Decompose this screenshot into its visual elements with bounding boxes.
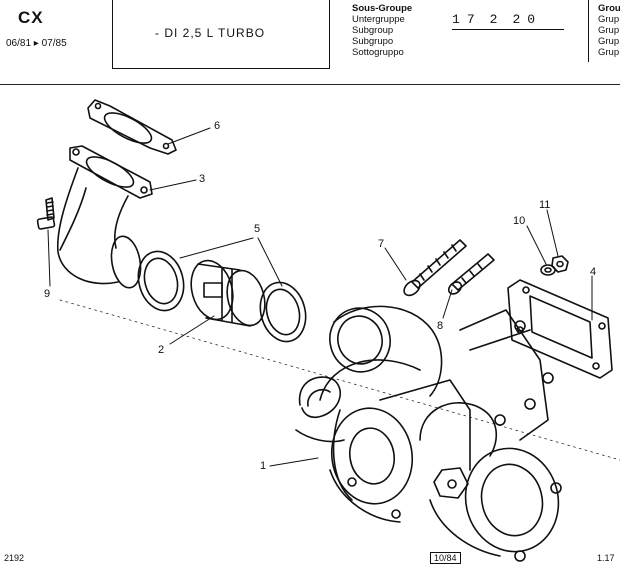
callout-9: 9 bbox=[44, 288, 51, 300]
leader-2 bbox=[169, 315, 215, 345]
leader-lines bbox=[47, 127, 593, 467]
callout-8: 8 bbox=[437, 320, 444, 332]
turbocharger-part-1 bbox=[295, 305, 562, 562]
group-label-it: Grup bbox=[598, 47, 620, 58]
header-divider bbox=[588, 0, 589, 62]
callout-6: 6 bbox=[214, 120, 221, 132]
engine-label: - DI 2,5 L TURBO bbox=[155, 26, 266, 40]
engine-box bbox=[112, 0, 330, 69]
leader-7 bbox=[384, 247, 407, 281]
callout-11: 11 bbox=[539, 199, 551, 211]
callout-1: 1 bbox=[260, 460, 267, 472]
subgroup-digit: 7 bbox=[466, 12, 476, 27]
callout-5: 5 bbox=[254, 223, 261, 235]
leader-6 bbox=[167, 127, 211, 145]
page-number: 1.17 bbox=[597, 553, 615, 563]
leader-5a bbox=[179, 237, 254, 259]
edition-date: 10/84 bbox=[430, 552, 461, 564]
callout-7: 7 bbox=[378, 238, 385, 250]
callout-10: 10 bbox=[513, 215, 526, 227]
date-range: 06/81 ▸ 07/85 bbox=[6, 38, 67, 49]
subgroup-digit: 2 bbox=[489, 12, 499, 27]
elbow-pipe-part-3 bbox=[56, 145, 153, 289]
stud-part-8 bbox=[447, 253, 495, 295]
subgroup-label-en: Subgroup bbox=[352, 25, 394, 36]
o-ring-part-5a bbox=[137, 250, 185, 312]
gasket-part-4 bbox=[507, 279, 613, 379]
group-label-fr: Grou bbox=[598, 3, 620, 14]
leader-1 bbox=[269, 457, 319, 467]
page-reference: 2192 bbox=[4, 553, 25, 563]
subgroup-underline bbox=[452, 29, 564, 30]
callout-2: 2 bbox=[158, 344, 165, 356]
subgroup-digit: 1 bbox=[452, 12, 461, 27]
leader-9 bbox=[47, 229, 51, 287]
bolt-part-9 bbox=[36, 197, 56, 230]
subgroup-label-es: Subgrupo bbox=[352, 36, 394, 47]
group-labels: Grou Grup Grup Grup Grup bbox=[598, 3, 620, 58]
header-rule bbox=[0, 84, 620, 85]
leader-5b bbox=[257, 237, 283, 287]
subgroup-label-de: Untergruppe bbox=[352, 14, 405, 25]
subgroup-digit: 2 bbox=[512, 12, 522, 27]
sleeve-part-2 bbox=[190, 259, 266, 327]
leader-10 bbox=[526, 225, 547, 265]
subgroup-label-fr: Sous-Groupe bbox=[352, 3, 413, 14]
centerline bbox=[59, 299, 620, 461]
callout-3: 3 bbox=[199, 173, 206, 185]
nut-part-11 bbox=[551, 255, 569, 273]
stud-part-7 bbox=[403, 239, 467, 297]
gasket-part-6 bbox=[87, 99, 177, 155]
subgroup-digit: 0 bbox=[527, 12, 537, 27]
leader-8 bbox=[442, 289, 453, 319]
o-ring-part-5b bbox=[259, 281, 307, 343]
callout-4: 4 bbox=[590, 266, 597, 278]
group-label-es: Grup bbox=[598, 36, 620, 47]
subgroup-label-it: Sottogruppo bbox=[352, 47, 404, 58]
group-label-en: Grup bbox=[598, 25, 620, 36]
subgroup-labels: Sous-Groupe Untergruppe Subgroup Subgrup… bbox=[352, 3, 412, 58]
leader-11 bbox=[546, 209, 559, 257]
group-label-de: Grup bbox=[598, 14, 620, 25]
leader-3 bbox=[149, 179, 197, 191]
model-name: CX bbox=[18, 8, 44, 27]
